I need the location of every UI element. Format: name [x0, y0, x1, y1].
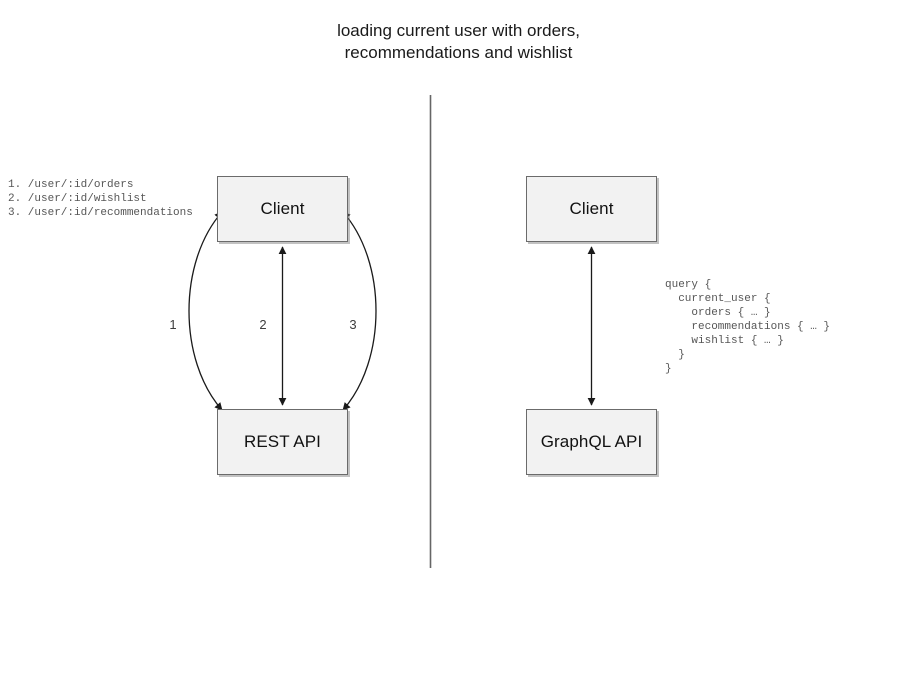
- graphql-query-snippet: query { current_user { orders { … } reco…: [665, 279, 831, 375]
- rest-endpoint-list: 1. /user/:id/orders 2. /user/:id/wishlis…: [8, 179, 193, 219]
- edge-label-2: 2: [259, 317, 267, 332]
- edge-label-1: 1: [169, 317, 177, 332]
- diagram-title: loading current user with orders, recomm…: [337, 21, 580, 62]
- node-rest-api[interactable]: REST API: [217, 409, 348, 475]
- rest-edge-1-path: [188, 211, 223, 411]
- edge-label-3: 3: [349, 317, 357, 332]
- node-graphql-api[interactable]: GraphQL API: [526, 409, 657, 475]
- node-graphql-client[interactable]: Client: [526, 176, 657, 242]
- rest-edge-3-path: [342, 211, 377, 411]
- node-rest-client[interactable]: Client: [217, 176, 348, 242]
